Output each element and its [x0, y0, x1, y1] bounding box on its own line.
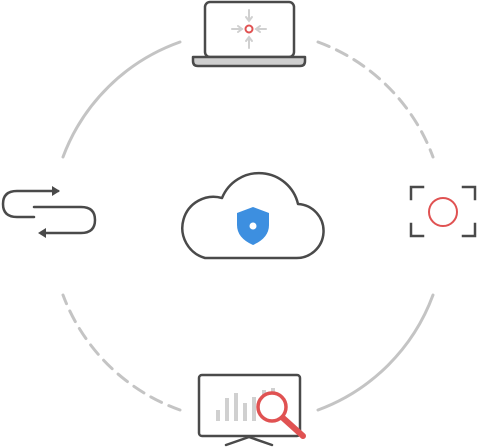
capture-frame-icon [409, 185, 477, 238]
crosshair-icon [231, 9, 267, 49]
shield-dot-icon [249, 222, 257, 230]
capture-target-icon [428, 197, 458, 227]
ring-arc-monitor-exchange [61, 293, 182, 412]
crosshair-target-icon [244, 24, 254, 34]
ring-arc-laptop-capture [316, 40, 435, 159]
magnifier-icon [256, 391, 306, 439]
ring-arc-exchange-laptop [61, 40, 182, 159]
ring-arc-capture-monitor [316, 293, 435, 412]
laptop-crosshair-icon [191, 0, 307, 68]
cloud-shield-icon [181, 171, 325, 260]
monitor-analytics-search-icon [197, 373, 306, 447]
bidirectional-arrows-icon [1, 186, 97, 238]
connection-ring [61, 40, 435, 412]
laptop-base [191, 55, 307, 68]
monitor-stand [224, 435, 274, 447]
